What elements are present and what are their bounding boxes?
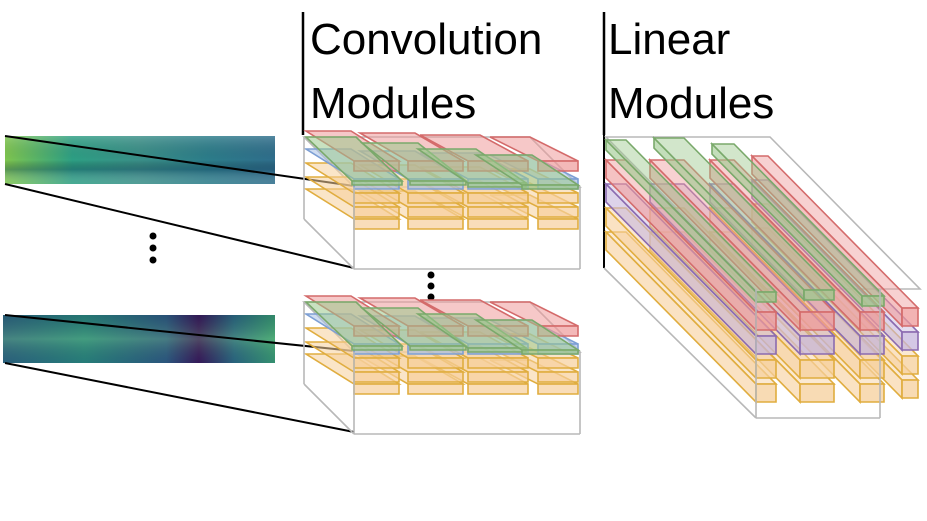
linear-unit-purple [901, 331, 919, 351]
conv-filter-orange [537, 218, 579, 230]
conv-filter-orange [353, 371, 400, 383]
linear-unit-orange [859, 383, 885, 403]
conv-module-block-bottom [302, 295, 582, 435]
conv-filter-orange [467, 206, 529, 218]
linear-unit-purple [859, 335, 885, 355]
conv-filter-green [351, 180, 403, 186]
linear-unit-red [901, 307, 919, 327]
linear-unit-orange [901, 379, 919, 399]
linear-unit-orange [859, 359, 885, 379]
conv-module-block-top [302, 130, 582, 270]
linear-unit-orange [901, 355, 919, 375]
conv-filter-orange [537, 206, 579, 218]
conv-filter-orange [467, 371, 529, 383]
linear-unit-red [755, 311, 777, 331]
conv-filter-orange [467, 192, 529, 204]
linear-unit-orange [799, 359, 835, 379]
linear-unit-orange [755, 383, 777, 403]
linear-heading-line2: Modules [608, 79, 774, 128]
conv-filter-green [409, 345, 467, 351]
conv-filter-orange [353, 357, 400, 369]
conv-filter-orange [407, 192, 464, 204]
conv-filter-orange [353, 383, 400, 395]
conv-filter-green [521, 184, 579, 190]
conv-filter-green [467, 182, 527, 188]
conv-filter-orange [537, 371, 579, 383]
linear-unit-green [861, 295, 885, 307]
linear-box-edge [603, 267, 757, 419]
projection-lines-bottom [4, 314, 355, 433]
conv-heading-line1: Convolution [310, 15, 542, 64]
conv-filter-orange [407, 371, 464, 383]
conv-filter-orange [467, 383, 529, 395]
linear-unit-red [799, 311, 835, 331]
input-heatmap-top [5, 136, 275, 184]
conv-filter-orange [537, 357, 579, 369]
linear-unit-orange [799, 383, 835, 403]
conv-filter-orange [353, 218, 400, 230]
vertical-ellipsis-icon [149, 232, 157, 264]
linear-unit-purple [799, 335, 835, 355]
conv-filter-orange [537, 383, 579, 395]
conv-filter-orange [467, 218, 529, 230]
linear-unit-green [803, 289, 835, 301]
linear-unit-orange [755, 359, 777, 379]
conv-filter-orange [467, 357, 529, 369]
linear-unit-purple [755, 335, 777, 355]
conv-filter-orange [407, 206, 464, 218]
projection-lines-top [4, 135, 355, 269]
linear-unit-green [755, 291, 777, 303]
linear-unit-red [859, 311, 885, 331]
conv-filter-green [351, 345, 403, 351]
linear-heading-line1: Linear [608, 15, 730, 64]
conv-filter-orange [537, 192, 579, 204]
conv-filter-orange [407, 357, 464, 369]
vertical-ellipsis-icon [427, 271, 435, 301]
linear-module-block [603, 136, 922, 419]
conv-filter-orange [353, 192, 400, 204]
conv-filter-green [409, 180, 467, 186]
conv-filter-orange [407, 218, 464, 230]
conv-filter-green [521, 349, 579, 355]
conv-filter-orange [353, 206, 400, 218]
conv-filter-green [467, 347, 527, 353]
conv-box-edge [303, 383, 355, 435]
conv-filter-orange [407, 383, 464, 395]
conv-box-edge [303, 218, 355, 270]
conv-heading-line2: Modules [310, 79, 476, 128]
